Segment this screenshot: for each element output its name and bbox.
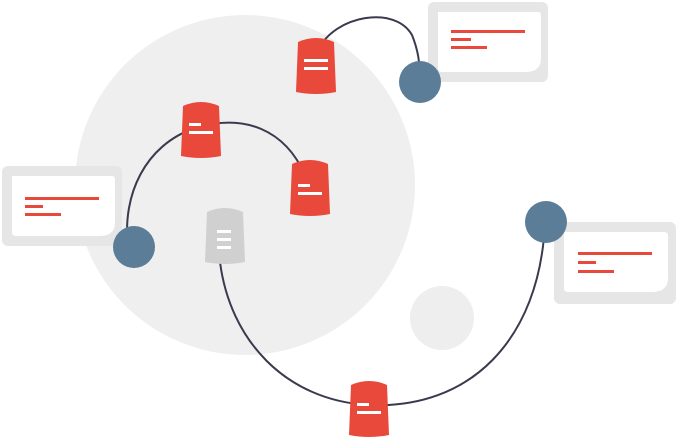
card-text-line <box>25 205 43 208</box>
card-text-line <box>25 213 61 216</box>
card-face <box>12 176 115 236</box>
document-icon <box>296 38 336 94</box>
card-face <box>564 232 668 292</box>
text-card-top-right <box>428 2 548 82</box>
card-text-line <box>451 38 471 41</box>
document-icon <box>290 160 330 216</box>
document-icon <box>349 381 389 437</box>
background-circle-small <box>410 286 474 350</box>
card-face <box>438 12 541 72</box>
card-text-line <box>578 261 596 264</box>
background-circle-large <box>75 15 415 355</box>
text-card-icon <box>451 30 525 33</box>
node-dot-icon <box>399 61 441 103</box>
node-dot-icon <box>113 226 155 268</box>
text-card-right <box>554 222 676 304</box>
node-dot-icon <box>525 201 567 243</box>
text-card-icon <box>578 252 652 255</box>
text-card-left <box>2 166 122 246</box>
card-text-line <box>451 46 487 49</box>
card-text-line <box>578 270 614 273</box>
text-card-icon <box>25 197 99 200</box>
document-icon <box>181 102 221 158</box>
document-icon <box>205 208 245 264</box>
